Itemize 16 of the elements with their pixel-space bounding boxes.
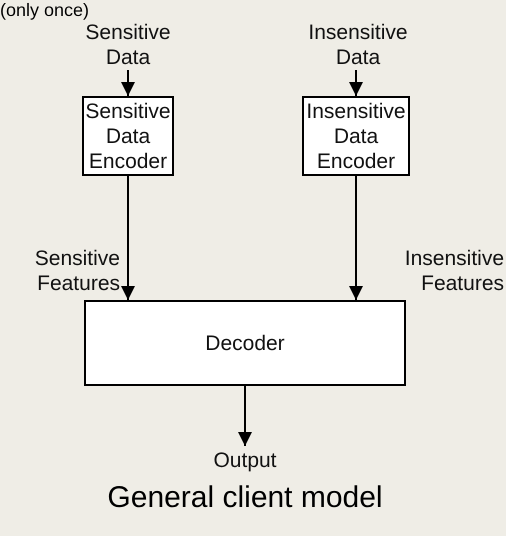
node-label: Output bbox=[213, 448, 277, 472]
box-label: Sensitive Data Encoder bbox=[84, 98, 172, 174]
arrow bbox=[238, 386, 252, 446]
arrow bbox=[349, 176, 363, 300]
note-text: (only once) bbox=[0, 0, 90, 20]
box-label: Decoder bbox=[205, 330, 285, 356]
box-label: Insensitive Data Encoder bbox=[305, 98, 407, 174]
edge-label: Sensitive Features bbox=[34, 246, 120, 296]
edge-label: Insensitive Features bbox=[404, 246, 504, 296]
arrow bbox=[121, 70, 135, 96]
process-box bbox=[84, 300, 406, 386]
arrow bbox=[121, 176, 135, 300]
arrow bbox=[349, 70, 363, 96]
node-label: Sensitive Data bbox=[84, 20, 172, 70]
caption: General client model bbox=[106, 480, 384, 516]
node-label: Insensitive Data bbox=[307, 20, 409, 70]
